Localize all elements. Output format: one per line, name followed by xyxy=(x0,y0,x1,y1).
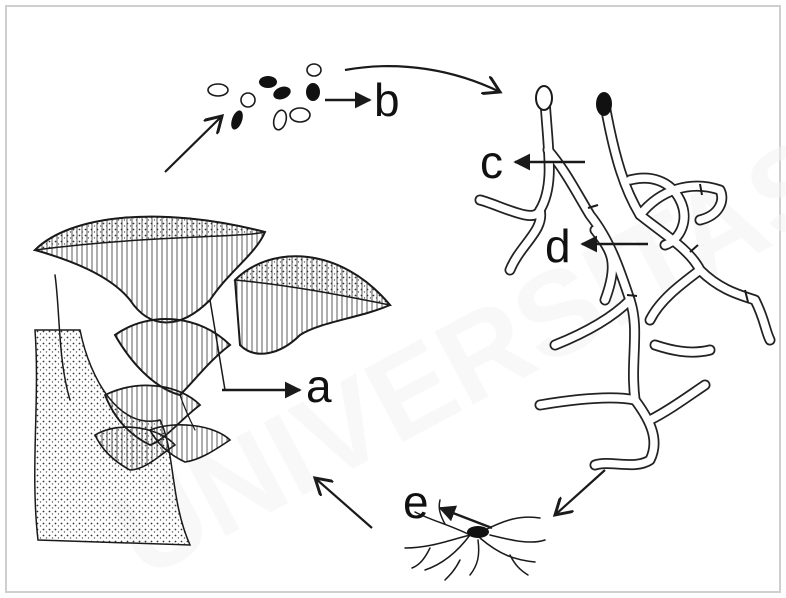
primordium xyxy=(467,526,489,538)
label-b: b xyxy=(374,74,400,126)
label-c: c xyxy=(480,136,503,188)
label-e: e xyxy=(403,476,429,528)
label-d: d xyxy=(545,220,571,272)
germinating-spore-dark xyxy=(596,92,612,116)
germinating-spore-light xyxy=(536,86,552,110)
label-a: a xyxy=(306,360,332,412)
